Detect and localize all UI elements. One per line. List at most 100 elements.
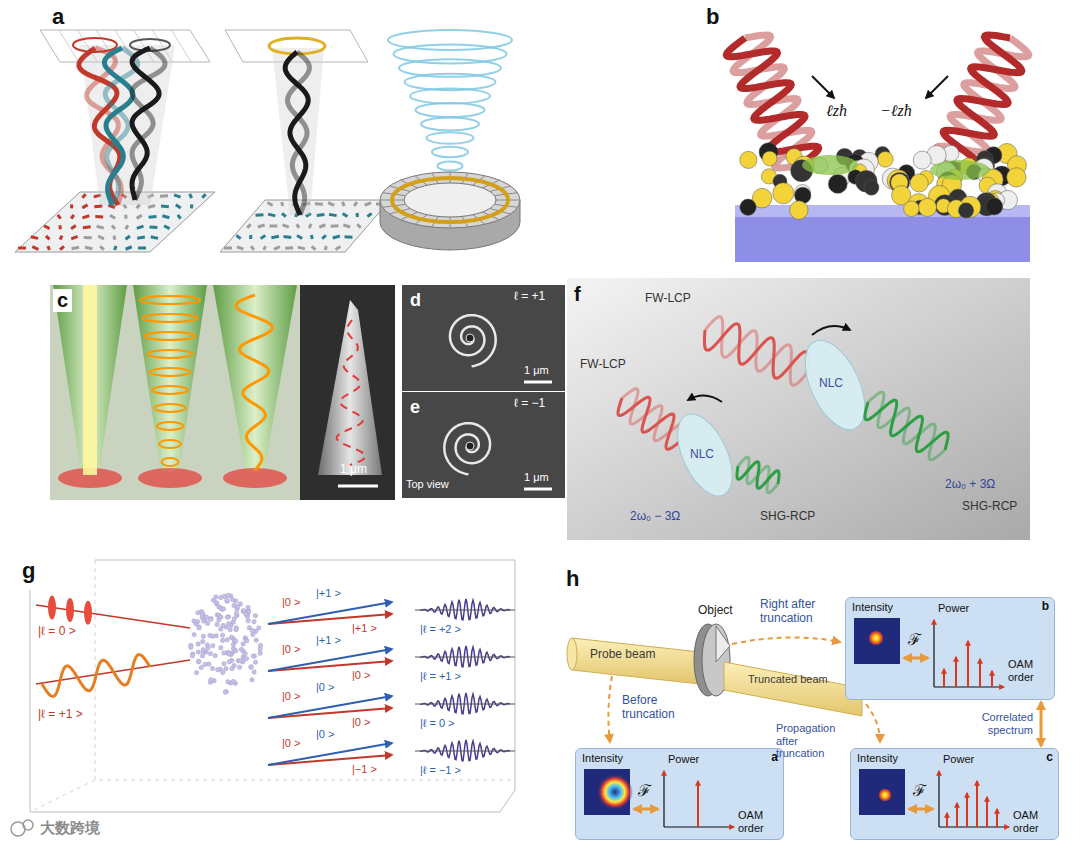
truncated-beam	[724, 662, 862, 716]
view-label: Top view	[406, 478, 449, 491]
inset-letter: c	[1046, 751, 1053, 765]
panel-c-illustration	[50, 285, 395, 500]
nanorod	[322, 235, 326, 239]
twisted-beam	[132, 48, 159, 200]
gas-atom	[250, 628, 254, 632]
beam-label: FW-LCP	[645, 292, 691, 306]
gas-atom	[201, 639, 205, 643]
nanorod	[354, 202, 357, 206]
gas-atom	[196, 642, 200, 646]
label-holder: 2ω₀ − 3Ω	[630, 510, 680, 524]
frame-line	[30, 560, 515, 812]
nanorod	[280, 202, 284, 206]
nanorod	[58, 215, 61, 219]
gas-atom	[215, 668, 219, 672]
wavefront-ring	[154, 404, 185, 412]
nanorod	[95, 215, 103, 219]
gas-atom	[232, 617, 236, 621]
nanorod	[124, 215, 127, 219]
gas-atom	[236, 604, 240, 608]
spectrum-stem	[996, 809, 998, 827]
panel-letter: e	[410, 397, 420, 418]
inset-box: IntensityℱPowerOAM ordera	[575, 748, 784, 840]
gas-atom	[197, 626, 201, 630]
atom	[904, 201, 920, 217]
label-holder: |0 >	[282, 690, 300, 703]
photon-state: |−1 >	[352, 763, 377, 776]
axis-title: Power	[938, 602, 969, 615]
intensity-spot	[597, 774, 633, 810]
nanorod	[31, 237, 38, 239]
twisted-beam	[285, 52, 308, 215]
nanorod	[267, 202, 272, 205]
nanorod	[70, 204, 73, 208]
panel-letter: g	[22, 558, 35, 583]
nanorod	[343, 213, 348, 216]
gaussian-pulse	[48, 595, 56, 619]
wavefront-ring	[142, 314, 197, 322]
nanorod	[271, 236, 279, 237]
second-harmonic-wave	[865, 400, 948, 452]
nanorod	[72, 247, 80, 248]
label-holder: |0 >	[282, 596, 300, 609]
nanorod	[71, 236, 77, 238]
label-holder: NLC	[690, 448, 714, 462]
axis	[939, 826, 1009, 827]
beam-label: Truncated beam	[748, 673, 828, 686]
axis	[938, 771, 939, 827]
hot-spot	[138, 468, 202, 488]
nanorod	[137, 215, 142, 218]
image-tile	[210, 285, 300, 500]
dashed-arrow	[866, 704, 880, 742]
gas-atom	[257, 626, 261, 630]
gas-atom	[207, 662, 211, 666]
sem-image	[300, 285, 395, 500]
light-cone	[133, 285, 207, 472]
gas-atom	[219, 646, 223, 650]
nanorod	[161, 204, 169, 208]
gas-atom	[243, 652, 247, 656]
axis-title: OAM order	[738, 809, 780, 834]
gas-atom	[227, 652, 231, 656]
label-holder: Correlated spectrum	[957, 711, 1033, 736]
gas-atom	[201, 647, 205, 651]
atom	[773, 183, 794, 204]
nanorod	[324, 246, 328, 250]
label-holder: |+1 >	[316, 587, 341, 600]
label-holder: SHG-RCP	[962, 500, 1017, 514]
nanorod	[178, 215, 181, 219]
gas-atom	[196, 659, 200, 663]
helical-beam	[943, 35, 1022, 168]
ring-resonator	[404, 183, 496, 217]
spectrum-stem	[966, 793, 968, 827]
molecule	[802, 155, 858, 175]
gas-atom	[230, 597, 234, 601]
photon-state: |0 >	[282, 596, 300, 609]
rotation-arrow	[812, 326, 850, 335]
gas-atom	[241, 642, 245, 646]
label-holder: FW-LCP	[645, 292, 691, 306]
nanorod	[269, 224, 277, 227]
gas-atom	[214, 634, 218, 638]
label-holder: e	[410, 397, 420, 418]
gas-atom	[252, 619, 256, 623]
grid-line	[59, 30, 79, 62]
gaussian-pulse	[66, 598, 74, 622]
text-holder: ℱ	[913, 782, 926, 800]
axis-title: Intensity	[857, 752, 898, 765]
frequency-label: 2ω₀ − 3Ω	[630, 510, 680, 524]
nanorod	[331, 224, 339, 227]
nanorod	[151, 237, 158, 239]
panel-letter: c	[53, 289, 72, 312]
hot-spot	[223, 468, 287, 488]
nanorod	[190, 194, 192, 198]
object-notch	[716, 626, 730, 662]
text-holder: ℱ	[638, 782, 651, 800]
crystal-label: NLC	[819, 377, 843, 391]
wavefront-ring	[152, 386, 188, 394]
vortex-wave	[410, 88, 490, 103]
label-holder: ℓzħ	[826, 102, 847, 120]
beam-label: Probe beam	[590, 648, 655, 662]
gas-atom	[225, 615, 229, 619]
harmonic-pulse	[420, 599, 510, 620]
